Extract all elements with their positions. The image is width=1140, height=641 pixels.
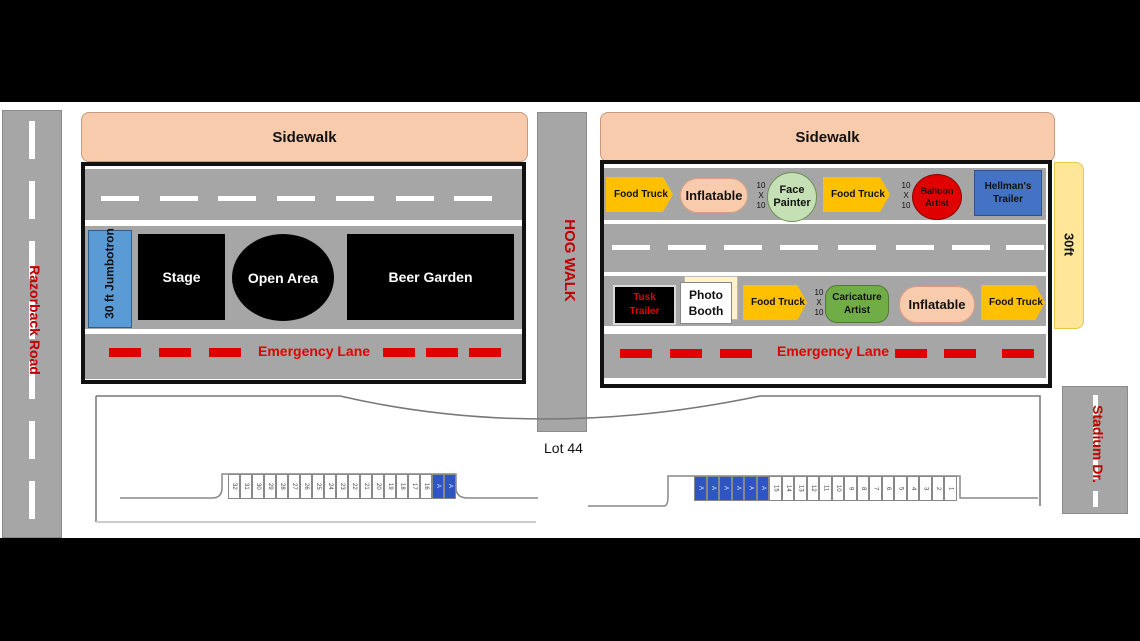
parking-stall: 18 (396, 474, 408, 499)
face-painter-label: Face Painter (773, 184, 811, 209)
parking-stall: 29 (264, 474, 276, 499)
road-centerline (29, 121, 35, 531)
parking-stall: A (444, 474, 456, 499)
jumbotron: 30 ft Jumbotron (88, 228, 132, 328)
parking-stall: 12 (806, 476, 819, 501)
left-emergency-label: Emergency Lane (258, 343, 371, 359)
parking-stall: 7 (869, 476, 882, 501)
dimension-a: 10 X 10 (756, 181, 766, 210)
parking-stall: 28 (276, 474, 288, 499)
parking-stall: 6 (881, 476, 894, 501)
parking-stall: A (432, 474, 444, 499)
parking-stall: 32 (228, 474, 240, 499)
parking-stall: 26 (300, 474, 312, 499)
hellmans-trailer: Hellman's Trailer (974, 170, 1042, 216)
parking-stall: 20 (372, 474, 384, 499)
face-painter: Face Painter (767, 172, 817, 222)
parking-stall: 2 (931, 476, 944, 501)
tusk-trailer-label: Tusk Trailer (629, 292, 660, 317)
map-canvas: Razorback Road Sidewalk 30 ft Jumbotron … (0, 102, 1140, 538)
tusk-trailer: Tusk Trailer (613, 285, 676, 325)
right-emergency-label: Emergency Lane (777, 343, 890, 359)
parking-stall: 17 (408, 474, 420, 499)
lot-44-label: Lot 44 (544, 440, 583, 456)
parking-stall: 31 (240, 474, 252, 499)
sidewalk-left: Sidewalk (81, 112, 528, 162)
parking-stall: 5 (894, 476, 907, 501)
parking-stall: A (706, 476, 719, 501)
parking-stall: 19 (384, 474, 396, 499)
caricature-artist-label: Caricature Artist (832, 292, 882, 316)
parking-stall: 14 (781, 476, 794, 501)
open-area: Open Area (232, 234, 334, 321)
parking-stall: 3 (919, 476, 932, 501)
food-truck-3: Food Truck (743, 285, 807, 320)
parking-stall: A (744, 476, 757, 501)
parking-stall: 8 (856, 476, 869, 501)
balloon-artist-label: Balloon Artist (920, 186, 954, 208)
parking-stall: 24 (324, 474, 336, 499)
photo-booth: Photo Booth (680, 282, 732, 324)
stadium-centerline (1093, 395, 1098, 507)
dimension-b: 10 X 10 (901, 181, 911, 210)
lot-44-outline (95, 395, 1041, 523)
parking-stall: 1 (944, 476, 957, 501)
stage-area: Stage (138, 234, 225, 320)
parking-stall: 25 (312, 474, 324, 499)
parking-stall: 9 (844, 476, 857, 501)
parking-stall: A (731, 476, 744, 501)
food-truck-1: Food Truck (606, 177, 673, 212)
left-top-lane (85, 169, 522, 220)
parking-stall: 23 (336, 474, 348, 499)
stadium-drive (1062, 386, 1128, 514)
parking-stall: A (694, 476, 707, 501)
food-truck-2: Food Truck (823, 177, 890, 212)
hellmans-trailer-label: Hellman's Trailer (984, 181, 1032, 205)
food-truck-4: Food Truck (981, 285, 1045, 320)
width-marker: 30ft (1054, 162, 1084, 329)
parking-stall: 11 (819, 476, 832, 501)
parking-stall: 16 (420, 474, 432, 499)
parking-stall: 13 (794, 476, 807, 501)
parking-stall: A (719, 476, 732, 501)
caricature-artist: Caricature Artist (825, 285, 889, 323)
dimension-c: 10 X 10 (814, 288, 824, 317)
razorback-road (2, 110, 62, 538)
beer-garden: Beer Garden (347, 234, 514, 320)
parking-stall: 4 (906, 476, 919, 501)
parking-stall: 22 (348, 474, 360, 499)
parking-stall: 10 (831, 476, 844, 501)
hog-walk (537, 112, 587, 432)
inflatable-2: Inflatable (899, 286, 975, 323)
inflatable-1: Inflatable (680, 178, 748, 213)
parking-stall: 30 (252, 474, 264, 499)
parking-stall: A (756, 476, 769, 501)
balloon-artist: Balloon Artist (912, 174, 962, 220)
parking-stall: 21 (360, 474, 372, 499)
parking-stall: 15 (769, 476, 782, 501)
parking-stall: 27 (288, 474, 300, 499)
photo-booth-label: Photo Booth (688, 288, 724, 318)
